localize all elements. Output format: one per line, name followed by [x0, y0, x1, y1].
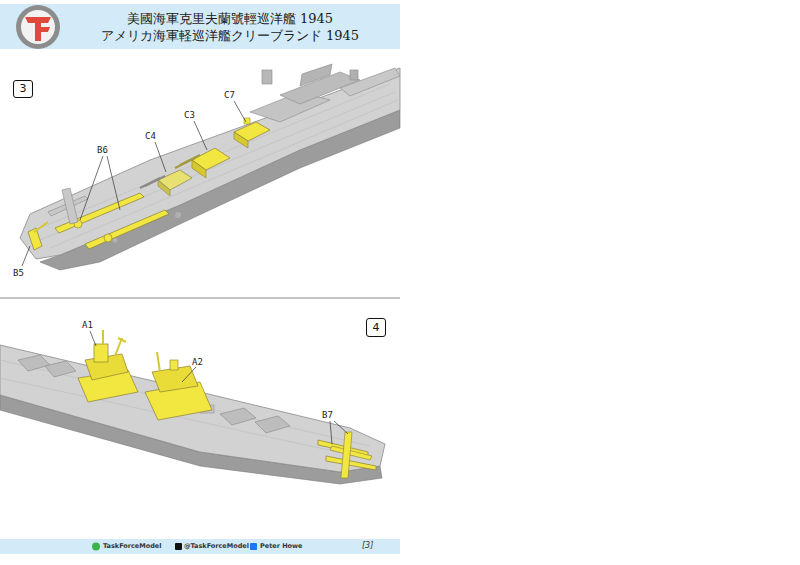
- turret-c7: [234, 118, 270, 148]
- hull-step-4: [0, 345, 385, 484]
- hull-step-4: [0, 345, 385, 472]
- superstructure-step-3: [250, 64, 400, 122]
- hull-step-3: [20, 68, 400, 270]
- header-band: [0, 4, 400, 49]
- hull-step-4: [0, 378, 365, 458]
- footer-text: @TaskForceModel: [184, 542, 249, 551]
- logo: [41, 27, 50, 32]
- floatplane: [62, 188, 78, 224]
- turret-c7: [244, 118, 250, 124]
- floatplane: [48, 188, 88, 224]
- step-number-box: 3: [13, 80, 33, 98]
- leader-lines-step-3: [107, 156, 120, 210]
- turrets-step-4: [18, 355, 50, 371]
- footer-band: [0, 539, 400, 554]
- turret-c3: [192, 160, 206, 178]
- turret-c7: [234, 132, 248, 148]
- catapults-b6: [85, 210, 169, 249]
- callout-number: A1: [82, 320, 93, 330]
- catapults-b7: [330, 446, 372, 460]
- superstructure-a2: [157, 352, 160, 372]
- step-number: 3: [20, 83, 27, 95]
- superstructure-step-3: [340, 68, 400, 96]
- leader-lines-step-4: [182, 367, 196, 382]
- hull-step-3: [35, 84, 390, 230]
- footer-band: [250, 543, 257, 550]
- superstructure-step-3: [300, 64, 332, 86]
- footer-band: [175, 543, 182, 550]
- title-text: 美國海軍克里夫蘭號輕巡洋艦 1945: [127, 10, 333, 27]
- logo: [16, 5, 60, 49]
- leader-lines-step-3: [194, 121, 207, 150]
- catapults-b6: [104, 234, 112, 242]
- footer-band: TaskForceModel @TaskForceModel Peter Howe […: [0, 539, 400, 554]
- hull-step-3: [175, 212, 181, 218]
- crane-b5: [28, 222, 48, 250]
- callout-number: C4: [145, 131, 156, 141]
- title-band: 美國海軍克里夫蘭號輕巡洋艦 1945アメリカ海軍軽巡洋艦クリーブランド 1945: [60, 5, 400, 49]
- turret-c4: [145, 176, 165, 186]
- bridge-a1: [94, 344, 108, 362]
- callout-number: A2: [192, 357, 203, 367]
- callout-number: B7: [322, 410, 333, 420]
- title-text: アメリカ海軍軽巡洋艦クリーブランド 1945: [101, 27, 359, 44]
- turrets-step-4: [45, 361, 76, 377]
- hull-step-3: [20, 68, 400, 259]
- callout-number: B5: [13, 268, 24, 278]
- bridge-a1: [118, 338, 126, 342]
- footer-text: [3]: [362, 541, 373, 550]
- panel-divider: [0, 298, 400, 299]
- leader-lines-step-3: [22, 246, 30, 266]
- hull-step-4: [0, 360, 370, 446]
- superstructure-a2: [145, 352, 212, 420]
- leader-lines-step-4: [90, 331, 96, 346]
- bridge-a1: [78, 330, 138, 402]
- catapults-b7: [341, 432, 352, 478]
- leader-lines-step-4: [330, 421, 332, 444]
- leader-lines-step-3: [155, 142, 166, 172]
- callout-number: C7: [224, 90, 235, 100]
- callout-number: C3: [184, 110, 195, 120]
- leader-lines-step-4: [90, 331, 348, 444]
- leader-lines-step-3: [22, 101, 246, 266]
- superstructure-a2: [170, 360, 178, 370]
- turrets-step-4: [18, 355, 290, 433]
- footer-text: Peter Howe: [260, 542, 302, 551]
- leader-lines-step-4: [334, 421, 348, 434]
- leader-lines-step-3: [80, 156, 103, 220]
- turret-c3: [175, 148, 230, 178]
- step-number-box: 4: [366, 318, 386, 337]
- step-number: 4: [373, 322, 380, 334]
- superstructure-step-3: [350, 70, 358, 80]
- hull-step-3: [40, 92, 395, 240]
- turret-c4: [158, 180, 170, 196]
- leader-lines-step-3: [234, 101, 246, 122]
- logo: [25, 17, 51, 41]
- footer-band: [92, 543, 100, 551]
- header-band: [0, 4, 400, 49]
- turret-c3: [180, 155, 200, 165]
- turrets-step-4: [255, 416, 290, 433]
- logo: [16, 5, 60, 49]
- footer-text: TaskForceModel: [103, 542, 162, 551]
- bridge-a1: [115, 338, 122, 356]
- catapults-b7: [318, 432, 376, 478]
- turrets-step-4: [220, 408, 256, 425]
- callout-number: B6: [97, 145, 108, 155]
- crane-b5: [34, 222, 48, 232]
- turret-c4: [140, 170, 192, 196]
- hull-step-3: [50, 100, 398, 248]
- panel-divider: [0, 298, 400, 299]
- superstructure-step-3: [262, 70, 272, 84]
- bridge-a1: [102, 330, 104, 344]
- footer-band: [0, 539, 400, 554]
- logo: [21, 10, 55, 44]
